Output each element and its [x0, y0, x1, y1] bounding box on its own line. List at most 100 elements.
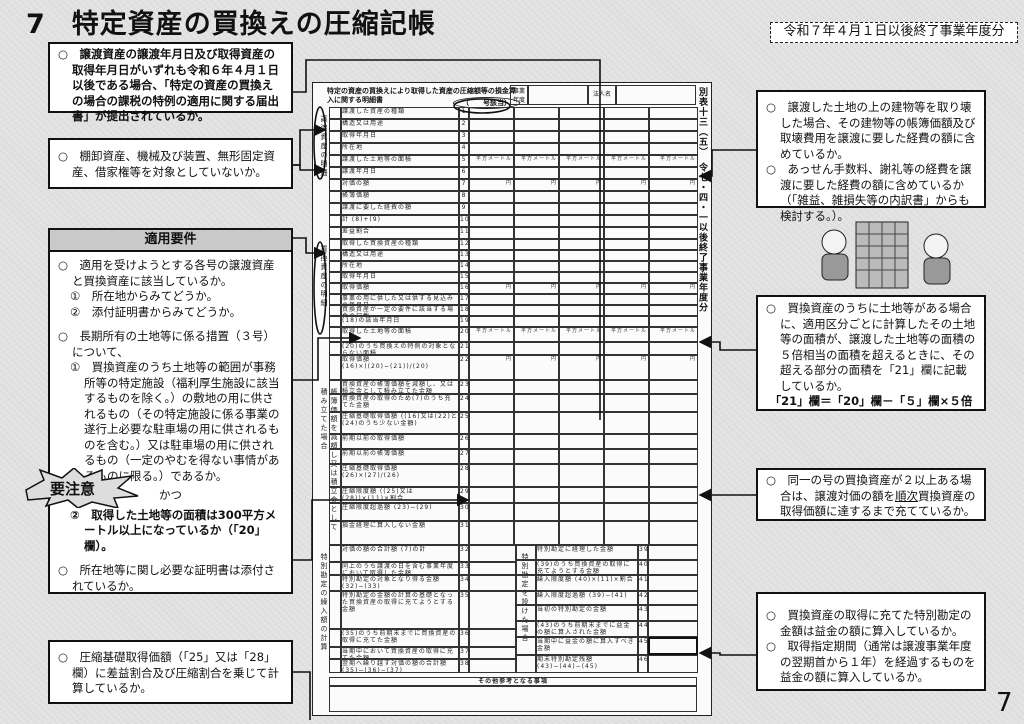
form-input-cell[interactable]: 平方メートル	[604, 155, 649, 167]
form-input-cell[interactable]	[514, 167, 559, 179]
form-input-cell[interactable]	[648, 560, 698, 575]
form-input-cell[interactable]	[604, 167, 649, 179]
form-input-cell[interactable]: 平方メートル	[514, 155, 559, 167]
form-input-cell[interactable]	[604, 203, 649, 215]
form-input-cell[interactable]	[604, 380, 649, 394]
form-input-cell[interactable]	[649, 464, 698, 487]
form-input-cell[interactable]	[514, 305, 559, 316]
form-input-cell[interactable]	[469, 227, 514, 239]
form-input-cell[interactable]	[559, 434, 604, 449]
form-input-cell[interactable]	[649, 215, 698, 227]
form-input-cell[interactable]	[604, 316, 649, 327]
form-input-cell[interactable]	[648, 605, 698, 621]
form-input-cell[interactable]	[649, 316, 698, 327]
form-input-cell[interactable]: 円	[514, 283, 559, 294]
form-input-cell[interactable]	[648, 621, 698, 637]
form-input-cell[interactable]	[469, 119, 514, 131]
form-input-cell[interactable]	[649, 449, 698, 464]
form-input-cell[interactable]	[469, 239, 514, 250]
form-input-cell[interactable]	[514, 191, 559, 203]
form-input-cell[interactable]	[604, 412, 649, 434]
form-input-cell[interactable]	[649, 239, 698, 250]
form-input-cell[interactable]	[649, 434, 698, 449]
form-input-cell[interactable]	[469, 191, 514, 203]
form-input-cell[interactable]	[469, 591, 516, 629]
form-input-cell[interactable]	[649, 412, 698, 434]
form-input-cell[interactable]: 平方メートル	[469, 155, 514, 167]
form-input-cell[interactable]	[514, 521, 559, 545]
form-input-cell[interactable]	[559, 294, 604, 305]
form-input-cell[interactable]	[469, 629, 516, 647]
form-input-cell[interactable]: 円	[649, 355, 698, 380]
form-input-cell[interactable]	[514, 294, 559, 305]
form-input-cell[interactable]	[559, 449, 604, 464]
form-input-cell[interactable]	[604, 143, 649, 155]
form-input-cell[interactable]	[648, 655, 698, 673]
form-input-cell[interactable]	[649, 394, 698, 412]
form-input-cell[interactable]	[469, 487, 514, 503]
form-input-cell[interactable]: 平方メートル	[514, 327, 559, 342]
form-input-cell[interactable]	[604, 294, 649, 305]
form-input-cell[interactable]	[559, 464, 604, 487]
form-input-cell[interactable]	[514, 239, 559, 250]
form-input-cell[interactable]	[514, 119, 559, 131]
form-input-cell[interactable]	[649, 203, 698, 215]
form-input-cell[interactable]	[604, 215, 649, 227]
form-input-cell[interactable]	[604, 305, 649, 316]
form-input-cell[interactable]	[649, 380, 698, 394]
form-input-cell[interactable]	[469, 143, 514, 155]
form-input-cell[interactable]	[604, 394, 649, 412]
form-input-cell[interactable]	[559, 119, 604, 131]
form-input-cell[interactable]	[469, 434, 514, 449]
form-input-cell[interactable]	[604, 107, 649, 119]
form-input-cell[interactable]: 円	[469, 179, 514, 191]
form-input-cell[interactable]	[648, 637, 698, 655]
form-input-cell[interactable]	[604, 521, 649, 545]
other-matters-field[interactable]	[329, 686, 697, 712]
form-input-cell[interactable]: 円	[469, 283, 514, 294]
form-input-cell[interactable]: 平方メートル	[469, 327, 514, 342]
form-input-cell[interactable]	[604, 227, 649, 239]
form-input-cell[interactable]	[469, 131, 514, 143]
form-input-cell[interactable]	[649, 131, 698, 143]
form-input-cell[interactable]	[604, 464, 649, 487]
form-input-cell[interactable]	[649, 294, 698, 305]
form-input-cell[interactable]	[559, 131, 604, 143]
form-input-cell[interactable]	[514, 316, 559, 327]
form-input-cell[interactable]	[469, 107, 514, 119]
form-input-cell[interactable]	[469, 215, 514, 227]
form-input-cell[interactable]	[514, 215, 559, 227]
form-input-cell[interactable]	[559, 203, 604, 215]
form-input-cell[interactable]: 平方メートル	[649, 327, 698, 342]
form-input-cell[interactable]	[514, 380, 559, 394]
form-input-cell[interactable]	[469, 545, 516, 562]
form-input-cell[interactable]	[469, 380, 514, 394]
form-input-cell[interactable]	[469, 449, 514, 464]
form-input-cell[interactable]	[604, 131, 649, 143]
form-input-cell[interactable]	[514, 342, 559, 355]
form-input-cell[interactable]	[469, 294, 514, 305]
form-input-cell[interactable]	[514, 503, 559, 521]
form-input-cell[interactable]	[469, 503, 514, 521]
form-input-cell[interactable]	[559, 412, 604, 434]
form-input-cell[interactable]	[514, 464, 559, 487]
form-input-cell[interactable]	[604, 487, 649, 503]
form-input-cell[interactable]	[469, 394, 514, 412]
form-input-cell[interactable]	[649, 342, 698, 355]
form-input-cell[interactable]: 円	[559, 283, 604, 294]
form-input-cell[interactable]	[604, 342, 649, 355]
form-input-cell[interactable]	[604, 119, 649, 131]
form-input-cell[interactable]: 平方メートル	[604, 327, 649, 342]
form-input-cell[interactable]	[514, 143, 559, 155]
form-input-cell[interactable]	[514, 434, 559, 449]
form-input-cell[interactable]	[469, 562, 516, 575]
form-input-cell[interactable]	[559, 250, 604, 261]
form-input-cell[interactable]	[649, 107, 698, 119]
form-input-cell[interactable]	[559, 342, 604, 355]
form-input-cell[interactable]	[559, 227, 604, 239]
form-input-cell[interactable]	[514, 250, 559, 261]
form-input-cell[interactable]	[469, 464, 514, 487]
form-input-cell[interactable]	[559, 305, 604, 316]
form-input-cell[interactable]	[469, 261, 514, 272]
form-input-cell[interactable]	[649, 261, 698, 272]
